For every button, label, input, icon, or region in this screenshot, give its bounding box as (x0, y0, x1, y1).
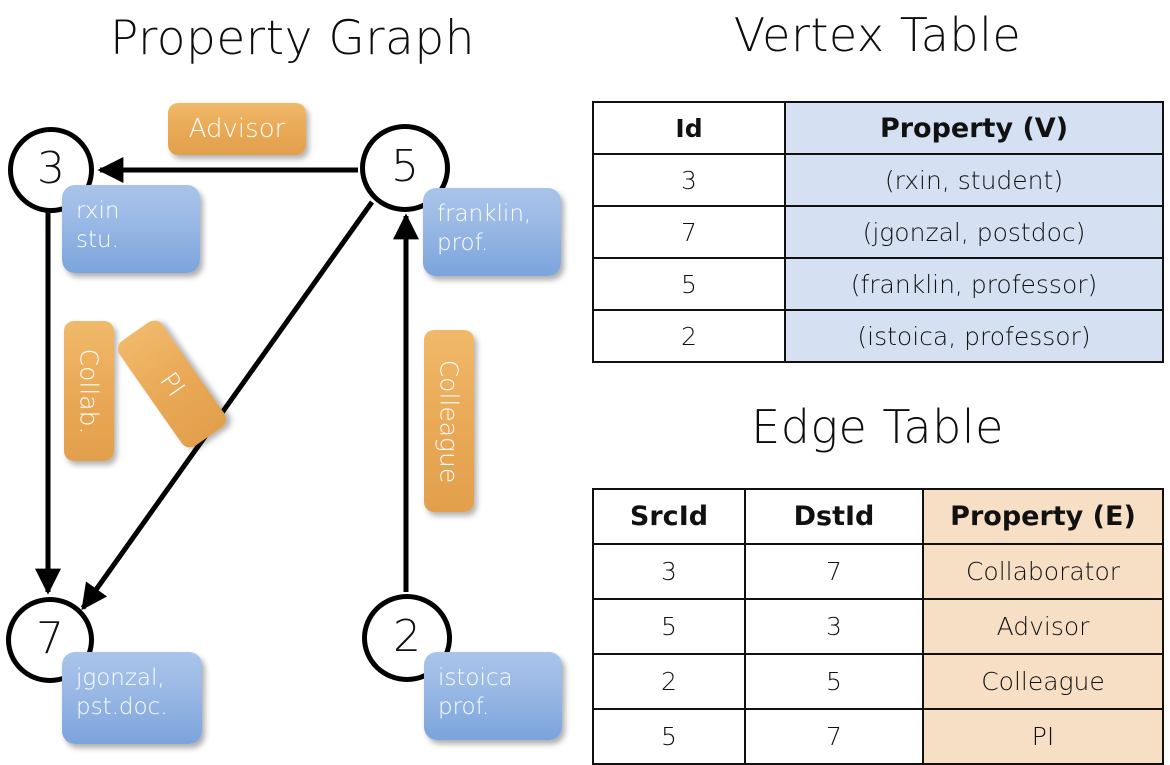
vertex-cell-property: (istoica, professor) (784, 309, 1164, 363)
edge-cell-srcid: 2 (592, 653, 746, 710)
vertex-cell-property: (rxin, student) (784, 153, 1164, 207)
graph-node-2[interactable]: 2 (362, 594, 452, 682)
table-row: 7 (jgonzal, postdoc) (592, 205, 1164, 259)
edge-cell-srcid: 5 (592, 598, 746, 655)
vertex-cell-id: 7 (592, 205, 786, 259)
page-title-property-graph: Property Graph (110, 11, 475, 66)
page-title-edge-table: Edge Table (751, 400, 1004, 454)
edge-table-header-property: Property (E) (922, 488, 1164, 545)
vertex-cell-property: (jgonzal, postdoc) (784, 205, 1164, 259)
graph-node-5-label: 5 (391, 140, 419, 192)
node-property-5-line1: franklin, (437, 201, 532, 227)
node-property-box-5: franklin, prof. (423, 188, 561, 276)
edge-table-header-row: SrcId DstId Property (E) (592, 488, 1164, 545)
table-row: 5 3 Advisor (592, 598, 1164, 655)
edge-label-advisor-text: Advisor (188, 114, 286, 144)
edge-5-to-7 (80, 200, 375, 611)
edge-label-collab: Collab. (64, 321, 114, 461)
table-row: 2 (istoica, professor) (592, 309, 1164, 363)
vertex-table: Id Property (V) 3 (rxin, student) 7 (jgo… (592, 101, 1164, 363)
vertex-table-header-row: Id Property (V) (592, 101, 1164, 155)
node-property-7-line1: jgonzal, (76, 665, 165, 691)
edge-label-pi-text: PI (153, 366, 191, 402)
graph-node-3-label: 3 (37, 142, 65, 194)
edge-cell-property: PI (922, 708, 1164, 765)
graph-node-7-label: 7 (36, 612, 64, 664)
node-property-2-line2: prof. (438, 694, 490, 721)
edge-table: SrcId DstId Property (E) 3 7 Collaborato… (592, 488, 1164, 765)
edge-label-advisor: Advisor (168, 103, 306, 155)
table-row: 3 (rxin, student) (592, 153, 1164, 207)
table-row: 3 7 Collaborator (592, 543, 1164, 600)
vertex-table-header-property: Property (V) (784, 101, 1164, 155)
edge-cell-property: Advisor (922, 598, 1164, 655)
node-property-box-7: jgonzal, pst.doc. (62, 652, 202, 744)
edge-cell-dstid: 7 (744, 543, 924, 600)
table-row: 2 5 Colleague (592, 653, 1164, 710)
vertex-table-header-id: Id (592, 101, 786, 155)
node-property-3-line2: stu. (76, 227, 119, 254)
vertex-cell-property: (franklin, professor) (784, 257, 1164, 311)
node-property-3-line1: rxin (76, 198, 120, 224)
edge-cell-property: Collaborator (922, 543, 1164, 600)
vertex-cell-id: 5 (592, 257, 786, 311)
node-property-7-line2: pst.doc. (76, 694, 168, 721)
edge-label-collab-text: Collab. (74, 348, 104, 434)
node-property-2-line1: istoica (438, 665, 513, 691)
graph-node-5[interactable]: 5 (360, 124, 450, 212)
node-property-5-line2: prof. (437, 230, 489, 257)
edge-label-colleague: Colleague (424, 330, 474, 512)
edge-table-header-srcid: SrcId (592, 488, 746, 545)
node-property-box-2: istoica prof. (424, 652, 562, 740)
edge-label-colleague-text: Colleague (434, 359, 464, 483)
table-row: 5 (franklin, professor) (592, 257, 1164, 311)
edge-cell-dstid: 3 (744, 598, 924, 655)
vertex-cell-id: 2 (592, 309, 786, 363)
table-row: 5 7 PI (592, 708, 1164, 765)
graph-node-2-label: 2 (393, 610, 421, 662)
edge-cell-dstid: 7 (744, 708, 924, 765)
vertex-cell-id: 3 (592, 153, 786, 207)
property-graph-panel: Property Graph 3 5 7 2 rxin stu. frankli… (0, 0, 585, 760)
edge-cell-dstid: 5 (744, 653, 924, 710)
page-title-vertex-table: Vertex Table (733, 8, 1022, 62)
edge-table-header-dstid: DstId (744, 488, 924, 545)
graph-edges-canvas (35, 157, 419, 611)
edge-cell-srcid: 5 (592, 708, 746, 765)
node-property-box-3: rxin stu. (62, 185, 200, 273)
edge-cell-srcid: 3 (592, 543, 746, 600)
edge-cell-property: Colleague (922, 653, 1164, 710)
